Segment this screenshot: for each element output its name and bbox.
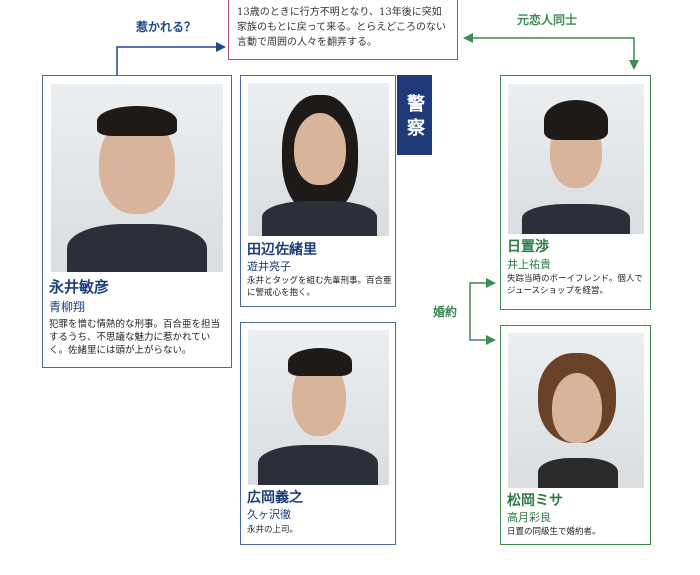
police-label: 警察 (397, 75, 432, 155)
ex-lovers-arrowhead-down (629, 60, 639, 70)
character-card-hirooka: 広岡義之 久ヶ沢徹 永井の上司。 (240, 322, 396, 545)
ex-lovers-arrow (470, 37, 635, 62)
engaged-label: 婚約 (433, 305, 458, 319)
actor-name: 高月彩良 (507, 511, 551, 524)
actor-name: 久ヶ沢徹 (247, 508, 291, 521)
photo-head (294, 113, 346, 185)
actor-name: 遊井亮子 (247, 260, 291, 273)
photo-suit (258, 445, 378, 485)
character-name: 日置渉 (507, 239, 549, 255)
actor-name: 青柳翔 (49, 300, 86, 314)
photo-suit (67, 224, 207, 272)
character-name: 松岡ミサ (507, 493, 563, 509)
character-description: 永井の上司。 (247, 525, 299, 535)
photo-suit (262, 201, 377, 236)
character-card-tanabe: 田辺佐緒里 遊井亮子 永井とタッグを組む先輩刑事。百合亜に警戒心を抱く。 (240, 75, 396, 307)
photo-hair (288, 348, 352, 376)
photo-head (552, 373, 602, 443)
center-description-box: 13歳のときに行方不明となり、13年後に突如家族のもとに戻って来る。とらえどころ… (228, 0, 458, 60)
character-description: 失踪当時のボーイフレンド。個人でジュースショップを経営。 (507, 274, 643, 296)
engaged-arrowhead-top (486, 278, 496, 288)
engaged-bracket (469, 282, 488, 341)
photo-hair (544, 100, 608, 140)
attracted-arrow (116, 46, 218, 75)
engaged-arrowhead-bottom (486, 335, 496, 345)
photo-suit (522, 204, 630, 234)
center-description: 13歳のときに行方不明となり、13年後に突如家族のもとに戻って来る。とらえどころ… (237, 7, 446, 48)
character-description: 永井とタッグを組む先輩刑事。百合亜に警戒心を抱く。 (247, 276, 392, 298)
character-card-hioki: 日置渉 井上祐貴 失踪当時のボーイフレンド。個人でジュースショップを経営。 (500, 75, 651, 310)
character-name: 永井敏彦 (49, 278, 110, 296)
photo-hair (97, 106, 177, 136)
character-photo (508, 333, 644, 488)
actor-name: 井上祐貴 (507, 258, 551, 271)
character-card-nagai: 永井敏彦 青柳翔 犯罪を憎む情熱的な刑事。百合亜を担当するうち、不思議な魅力に惹… (42, 75, 232, 368)
character-photo (508, 84, 644, 234)
ex-lovers-arrowhead-left (463, 33, 473, 43)
character-name: 田辺佐緒里 (247, 242, 317, 258)
ex-lovers-label: 元恋人同士 (517, 13, 578, 27)
character-description: 日置の同級生で婚約者。 (507, 527, 601, 537)
character-photo (51, 84, 223, 272)
character-name: 広岡義之 (247, 490, 303, 506)
character-description: 犯罪を憎む情熱的な刑事。百合亜を担当するうち、不思議な魅力に惹かれていく。佐緒里… (49, 319, 221, 356)
character-photo (248, 83, 389, 236)
character-card-matsuoka: 松岡ミサ 高月彩良 日置の同級生で婚約者。 (500, 325, 651, 545)
photo-suit (538, 458, 618, 488)
attracted-label: 惹かれる？ (136, 20, 197, 34)
attracted-arrowhead (216, 42, 226, 52)
character-photo (248, 330, 389, 485)
